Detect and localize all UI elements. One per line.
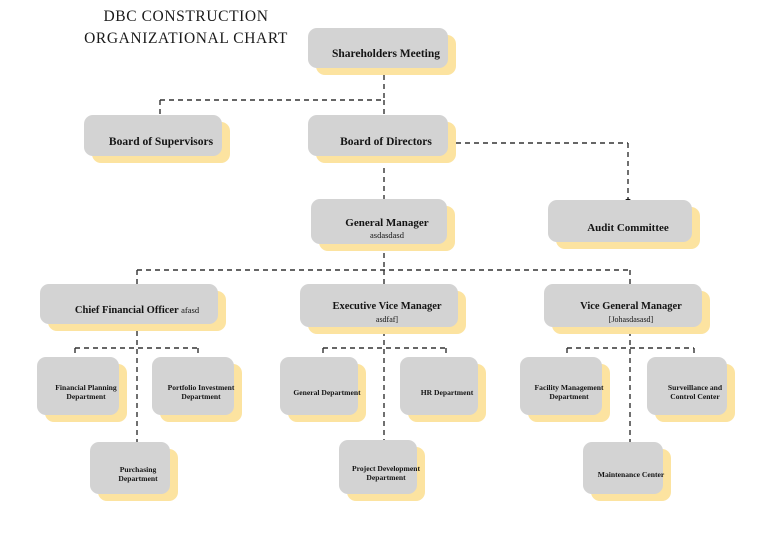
node-project-development-department[interactable]: Project Development Department (339, 440, 425, 501)
node-label: Board of Supervisors (108, 135, 214, 148)
node-label: Audit Committee (587, 221, 669, 234)
node-financial-planning-department[interactable]: Financial Planning Department (37, 357, 127, 422)
node-label: General Department (293, 387, 361, 397)
node-shareholders-meeting[interactable]: Shareholders Meeting (308, 28, 456, 75)
node-general-manager[interactable]: General Manager asdasdasd (311, 199, 455, 251)
node-label: Vice General Manager (580, 301, 682, 313)
node-portfolio-investment-department[interactable]: Portfolio Investment Department (152, 357, 242, 422)
node-sublabel: afasd (181, 304, 200, 315)
node-surveillance-and-control-center[interactable]: Surveillance and Control Center (647, 357, 735, 422)
node-purchasing-department[interactable]: Purchasing Department (90, 442, 178, 501)
node-label: Facility Management Department (534, 383, 604, 401)
node-label-main: Chief Financial Officer (74, 304, 179, 316)
node-audit-committee[interactable]: Audit Committee (548, 200, 700, 249)
node-label: Board of Directors (340, 135, 432, 148)
node-board-of-directors[interactable]: Board of Directors (308, 115, 456, 163)
node-maintenance-center[interactable]: Maintenance Center (583, 442, 671, 501)
node-label: Purchasing Department (118, 465, 158, 483)
node-chief-financial-officer[interactable]: Chief Financial Officer afasd (40, 284, 226, 331)
node-sublabel: asdasdasd (370, 229, 404, 240)
node-facility-management-department[interactable]: Facility Management Department (520, 357, 610, 422)
node-label: Project Development Department (352, 464, 420, 482)
node-label: Financial Planning Department (55, 383, 117, 401)
node-label: Executive Vice Manager (332, 301, 442, 313)
node-label: Shareholders Meeting (331, 48, 441, 61)
node-sublabel: asdfaf] (375, 314, 399, 324)
page-title: DBC CONSTRUCTION ORGANIZATIONAL CHART (84, 8, 288, 47)
node-label: Maintenance Center (597, 469, 665, 479)
node-vice-general-manager[interactable]: Vice General Manager [Johasdasasd] (544, 284, 710, 334)
node-general-department[interactable]: General Department (280, 357, 366, 422)
node-label: General Manager (345, 216, 429, 229)
node-label: Surveillance and Control Center (667, 383, 723, 401)
node-executive-vice-manager[interactable]: Executive Vice Manager asdfaf] (300, 284, 466, 334)
node-label: Chief Financial Officer afasd (70, 305, 204, 317)
node-label: HR Department (420, 387, 474, 397)
node-sublabel: [Johasdasasd] (608, 314, 654, 324)
node-label: Portfolio Investment Department (167, 383, 235, 401)
node-hr-department[interactable]: HR Department (400, 357, 486, 422)
node-board-of-supervisors[interactable]: Board of Supervisors (84, 115, 230, 163)
